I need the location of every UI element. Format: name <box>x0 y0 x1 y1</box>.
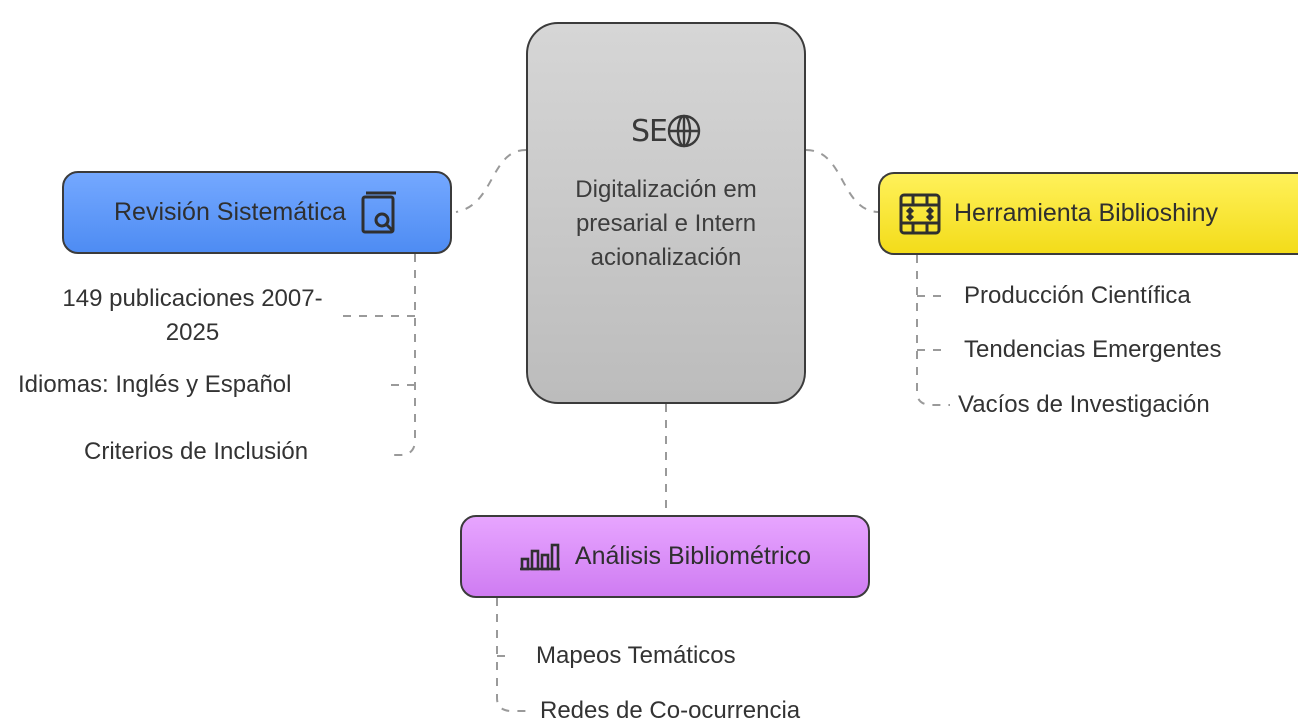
connector-bottom-trunk <box>496 598 532 712</box>
left-item-criterios: Criterios de Inclusión <box>84 438 309 465</box>
analisis-bibliometrico-label: Análisis Bibliométrico <box>574 542 812 570</box>
bottom-item-redes: Redes de Co-ocurrencia <box>540 697 801 724</box>
herramienta-biblioshiny-label: Herramienta Biblioshiny <box>954 199 1219 227</box>
right-item-tendencias: Tendencias Emergentes <box>964 336 1222 363</box>
right-item-produccion: Producción Científica <box>964 282 1191 309</box>
central-topic-title: Digitalización empresarial e Internacion… <box>575 175 757 271</box>
search-document-icon <box>360 191 400 235</box>
bottom-item-mapeos: Mapeos Temáticos <box>536 642 736 669</box>
central-topic-node[interactable]: SE Digitalización empresarial e Internac… <box>526 22 806 404</box>
table-sort-icon <box>898 192 942 236</box>
herramienta-biblioshiny-node[interactable]: Herramienta Biblioshiny <box>878 172 1298 255</box>
analisis-bibliometrico-node[interactable]: Análisis Bibliométrico <box>460 515 870 598</box>
right-item-vacios: Vacíos de Investigación <box>958 391 1210 418</box>
connector-center-left <box>455 149 527 213</box>
revision-sistematica-label: Revisión Sistemática <box>113 198 347 226</box>
seo-globe-icon: SE <box>631 114 701 149</box>
left-item-idiomas: Idiomas: Inglés y Español <box>18 371 292 398</box>
revision-sistematica-node[interactable]: Revisión Sistemática <box>62 171 452 254</box>
bar-chart-icon <box>519 543 561 571</box>
connector-center-right <box>805 149 879 213</box>
connector-right-trunk <box>916 255 950 406</box>
left-item-publicaciones: 149 publicaciones 2007-2025 <box>62 285 323 346</box>
connector-left-trunk <box>388 254 416 456</box>
